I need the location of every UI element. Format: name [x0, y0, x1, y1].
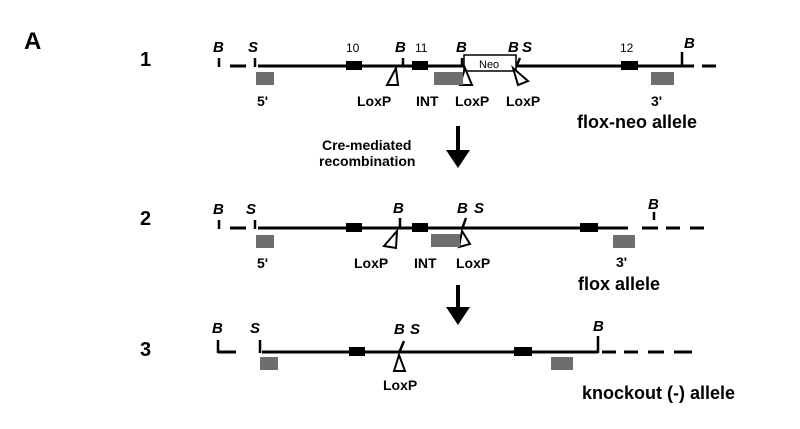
loxp-site-icon: [511, 65, 530, 87]
exon: [346, 223, 362, 232]
knockout-allele-row: 3 B S B S B LoxP knockout (-) allele: [140, 318, 735, 403]
three-prime-probe: [651, 72, 674, 85]
deletion-step: [446, 285, 470, 325]
saci-site-label: S: [250, 320, 260, 337]
flox-neo-allele-label: flox-neo allele: [577, 112, 697, 132]
bamhi-site-label: B: [593, 318, 604, 335]
saci-site-label: S: [246, 201, 256, 218]
bamhi-site-label: B: [457, 200, 468, 217]
three-prime-probe: [613, 235, 635, 248]
row-2-number: 2: [140, 208, 151, 230]
exon: [621, 61, 638, 70]
exon: [580, 223, 598, 232]
row-3-number: 3: [140, 339, 151, 361]
loxp-label: LoxP: [506, 93, 540, 109]
three-prime-probe: [551, 357, 573, 370]
flox-allele-label: flox allele: [578, 274, 660, 294]
exon-11-label: 11: [415, 41, 428, 55]
five-prime-probe-label: 5': [257, 93, 268, 109]
loxp-label: LoxP: [383, 377, 417, 393]
cre-mediated-label: Cre-mediated: [322, 137, 411, 153]
knockout-allele-label: knockout (-) allele: [582, 383, 735, 403]
intron-probe: [434, 72, 463, 85]
bamhi-site-label: B: [395, 39, 406, 56]
bamhi-site-label: B: [213, 201, 224, 218]
exon: [412, 61, 428, 70]
five-prime-probe: [256, 235, 274, 248]
bamhi-site-tick: [397, 340, 406, 354]
down-arrow-icon: [446, 150, 470, 168]
flox-neo-allele-row: 1 B S B B B S B 10 11 12 Neo: [140, 35, 716, 132]
loxp-site-icon: [457, 228, 472, 249]
saci-site-label: S: [522, 39, 532, 56]
bamhi-site-label: B: [648, 196, 659, 213]
loxp-label: LoxP: [455, 93, 489, 109]
intron-probe: [431, 234, 460, 247]
loxp-label: LoxP: [357, 93, 391, 109]
saci-site-label: S: [474, 200, 484, 217]
loxp-site-icon: [385, 64, 400, 86]
exon: [514, 347, 532, 356]
three-prime-probe-label: 3': [651, 93, 662, 109]
saci-site-label: S: [410, 321, 420, 338]
neo-label: Neo: [479, 59, 499, 71]
panel-label: A: [24, 28, 41, 55]
loxp-site-icon: [382, 228, 399, 250]
bamhi-site-label: B: [393, 200, 404, 217]
bamhi-site-label: B: [394, 321, 405, 338]
cre-recombination-step: Cre-mediated recombination: [319, 126, 470, 169]
five-prime-probe-label: 5': [257, 255, 268, 271]
five-prime-probe: [260, 357, 278, 370]
five-prime-probe: [256, 72, 274, 85]
bamhi-site-label: B: [212, 320, 223, 337]
intron-probe-label: INT: [414, 255, 437, 271]
bamhi-site-label: B: [213, 39, 224, 56]
three-prime-probe-label: 3': [616, 254, 627, 270]
exon: [349, 347, 365, 356]
loxp-site-icon: [392, 351, 407, 372]
flox-allele-row: 2 B S B B S B LoxP LoxP 5' INT 3' flox a…: [140, 196, 704, 294]
exon: [412, 223, 428, 232]
saci-site-label: S: [248, 39, 258, 56]
bamhi-site-tick: [460, 217, 468, 230]
loxp-label: LoxP: [456, 255, 490, 271]
down-arrow-icon: [446, 307, 470, 325]
bamhi-site-label: B: [684, 35, 695, 52]
loxp-label: LoxP: [354, 255, 388, 271]
recombination-label: recombination: [319, 153, 415, 169]
bamhi-site-label: B: [456, 39, 467, 56]
exon: [346, 61, 362, 70]
neo-cassette: [463, 54, 517, 72]
bamhi-site-label: B: [508, 39, 519, 56]
exon-12-label: 12: [620, 41, 634, 55]
exon-10-label: 10: [346, 41, 360, 55]
intron-probe-label: INT: [416, 93, 439, 109]
row-1-number: 1: [140, 49, 151, 71]
